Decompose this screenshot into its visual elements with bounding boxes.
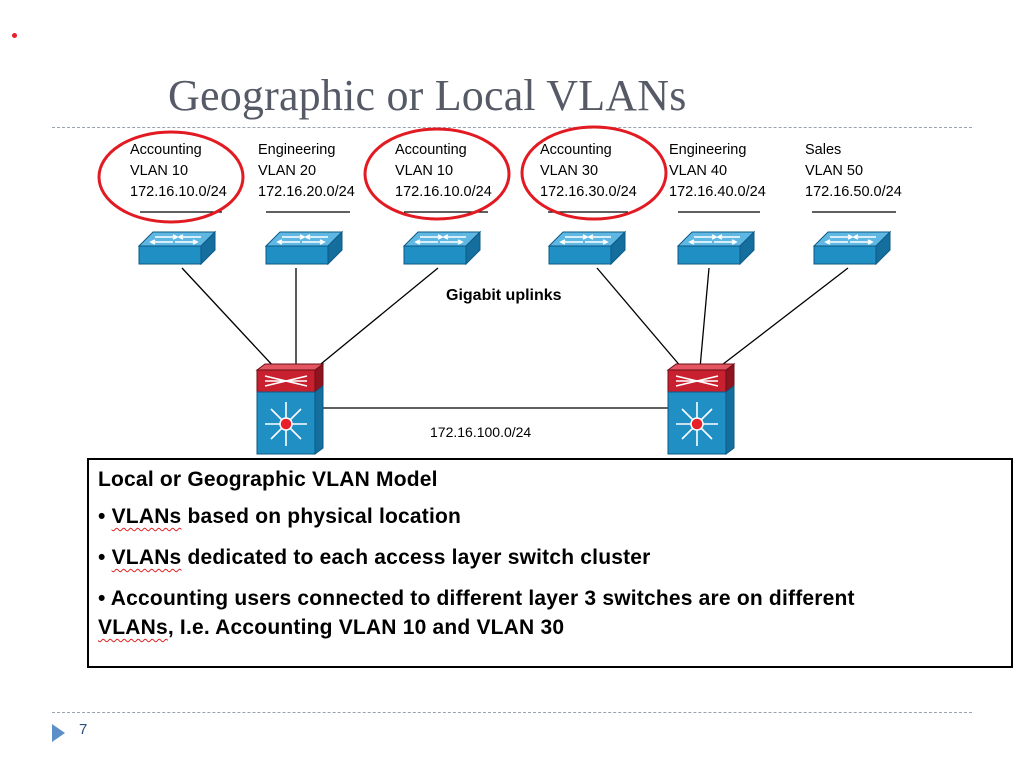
bullet-marker: •	[98, 505, 112, 528]
vlan-id: VLAN 40	[669, 163, 728, 179]
vlan-label: Accounting VLAN 10 172.16.10.0/24	[395, 140, 492, 203]
bullet-text: • Accounting users connected to differen…	[98, 587, 855, 610]
bottom-divider	[52, 712, 972, 713]
vlan-subnet: 172.16.50.0/24	[805, 184, 902, 200]
bullet-text: based on physical location	[181, 505, 462, 528]
vlan-subnet: 172.16.10.0/24	[395, 184, 492, 200]
vlan-label: Engineering VLAN 20 172.16.20.0/24	[258, 140, 355, 203]
vlan-id: VLAN 30	[540, 163, 599, 179]
top-divider	[52, 127, 972, 128]
vlan-id: VLAN 50	[805, 163, 864, 179]
uplink-lines	[181, 267, 849, 409]
slide-title: Geographic or Local VLANs	[168, 71, 687, 120]
vlan-dept: Accounting	[130, 142, 202, 158]
vlan-id: VLAN 20	[258, 163, 317, 179]
access-switch-icon	[138, 231, 216, 265]
access-switch-icon	[265, 231, 343, 265]
vlan-dept: Engineering	[669, 142, 747, 158]
vlan-dept: Engineering	[258, 142, 336, 158]
vlan-subnet: 172.16.10.0/24	[130, 184, 227, 200]
highlight-ellipse	[363, 127, 511, 221]
highlight-ellipse	[520, 125, 668, 221]
layer3-switch-icon	[667, 363, 735, 455]
highlight-ellipse	[97, 130, 245, 224]
info-bullet: • VLANs based on physical location	[98, 502, 1001, 531]
info-bullet: • Accounting users connected to differen…	[98, 584, 1001, 642]
spellcheck-word: VLANs	[98, 616, 168, 639]
vlan-label: Accounting VLAN 30 172.16.30.0/24	[540, 140, 637, 203]
highlight-ellipses	[97, 125, 668, 224]
play-arrow-icon	[52, 724, 65, 742]
access-switch-icon	[403, 231, 481, 265]
vlan-dept: Accounting	[395, 142, 467, 158]
bullet-text: , I.e. Accounting VLAN 10 and VLAN 30	[167, 616, 565, 639]
uplinks-label: Gigabit uplinks	[446, 287, 562, 304]
vlan-id: VLAN 10	[395, 163, 454, 179]
vlan-label: Accounting VLAN 10 172.16.10.0/24	[130, 140, 227, 203]
vlan-label: Sales VLAN 50 172.16.50.0/24	[805, 140, 902, 203]
page-number: 7	[79, 721, 88, 738]
vlan-dept: Sales	[805, 142, 842, 158]
vlan-dept: Accounting	[540, 142, 612, 158]
vlan-subnet: 172.16.20.0/24	[258, 184, 355, 200]
access-switch-icon	[813, 231, 891, 265]
access-switch-icon	[548, 231, 626, 265]
bullet-marker: •	[98, 546, 112, 569]
spellcheck-word: VLANs	[111, 505, 182, 528]
vlan-id: VLAN 10	[130, 163, 189, 179]
access-switch-icon	[677, 231, 755, 265]
bullet-text: dedicated to each access layer switch cl…	[181, 546, 651, 569]
core-subnet-label: 172.16.100.0/24	[430, 424, 532, 440]
vlan-subnet: 172.16.30.0/24	[540, 184, 637, 200]
info-heading: Local or Geographic VLAN Model	[98, 468, 438, 491]
spellcheck-word: VLANs	[111, 546, 182, 569]
vlan-subnet: 172.16.40.0/24	[669, 184, 766, 200]
vlan-label: Engineering VLAN 40 172.16.40.0/24	[669, 140, 766, 203]
decorative-dot	[12, 33, 17, 38]
layer3-switch-icon	[256, 363, 324, 455]
info-box: Local or Geographic VLAN Model • VLANs b…	[87, 458, 1013, 668]
info-bullet: • VLANs dedicated to each access layer s…	[98, 543, 1001, 572]
